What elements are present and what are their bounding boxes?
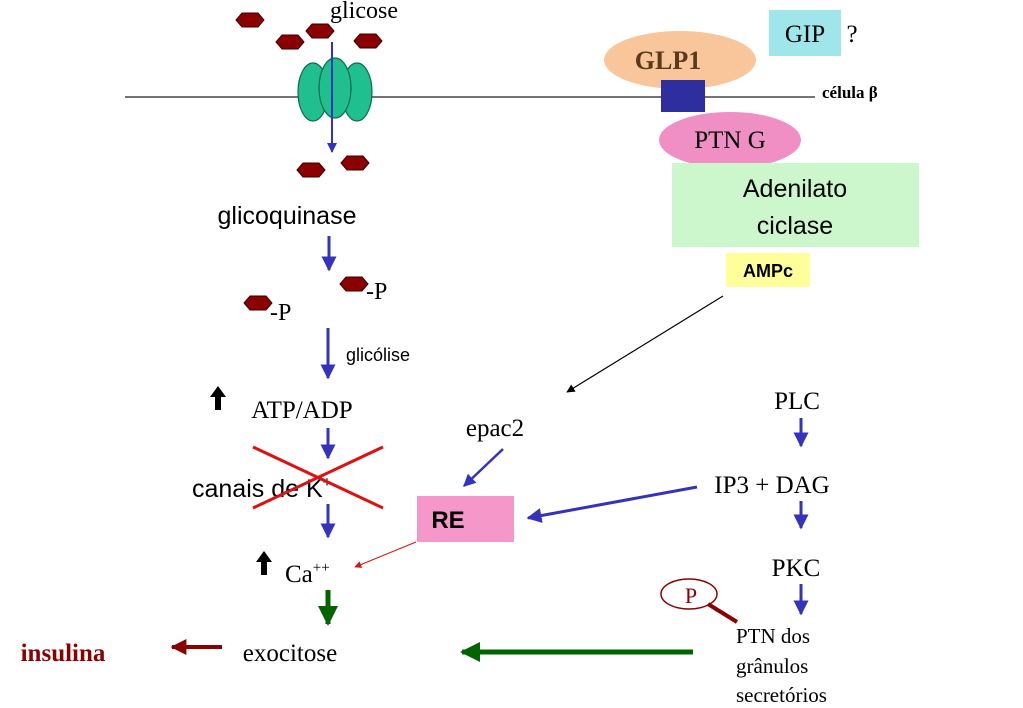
gip-box bbox=[769, 10, 841, 56]
camp-label: AMPc bbox=[743, 261, 793, 281]
pkc-label: PKC bbox=[772, 555, 821, 582]
gip-label: GIP bbox=[785, 21, 825, 48]
camp-box bbox=[726, 253, 810, 287]
er-label: RE bbox=[431, 507, 464, 534]
granule-protein-line1: PTN dos bbox=[736, 624, 810, 648]
glp1-receptor bbox=[661, 80, 705, 112]
exocytosis-label: exocitose bbox=[243, 640, 337, 667]
plc-label: PLC bbox=[774, 388, 820, 415]
glp1-label: GLP1 bbox=[635, 46, 701, 75]
er-to-calcium-arrow bbox=[354, 541, 417, 568]
cell-beta-label: célula β bbox=[822, 83, 878, 102]
glucose-molecule bbox=[305, 23, 335, 39]
phospho-ellipse bbox=[660, 578, 718, 610]
phosphate-label: -P bbox=[366, 279, 387, 305]
glucose-label: glicose bbox=[330, 0, 398, 24]
k-channels-label: canais de K+ bbox=[192, 474, 332, 503]
ip3-to-er-arrow bbox=[526, 485, 698, 523]
glucose-transporter-subunit bbox=[318, 57, 352, 119]
glucokinase-label: glicoquinase bbox=[218, 202, 357, 230]
glucose-molecule bbox=[235, 12, 265, 28]
calcium-label: Ca++ bbox=[285, 560, 330, 588]
adenylate-cyclase-box bbox=[672, 163, 919, 247]
adenylate-cyclase-line1: Adenilato bbox=[743, 175, 847, 203]
granule-protein-line3: secretórios bbox=[736, 683, 827, 707]
camp-to-epac-arrow bbox=[566, 295, 724, 393]
glucose-molecule bbox=[340, 155, 370, 171]
adenylate-cyclase-line2: ciclase bbox=[757, 212, 833, 240]
increase-up-arrow-icon bbox=[210, 386, 226, 410]
glucose-molecule bbox=[296, 162, 326, 178]
er-box bbox=[417, 496, 514, 542]
g-protein-label: PTN G bbox=[694, 127, 766, 154]
epac2-label: epac2 bbox=[466, 415, 524, 442]
glucose-phosphate-molecule bbox=[339, 276, 369, 292]
phospho-link bbox=[706, 602, 739, 624]
glucose-phosphate-molecule bbox=[243, 295, 273, 311]
atp-adp-label: ATP/ADP bbox=[251, 397, 352, 424]
g-protein-ellipse bbox=[659, 112, 801, 168]
gip-question-mark: ? bbox=[846, 21, 857, 48]
ip3-dag-label: IP3 + DAG bbox=[714, 472, 830, 499]
glp1-ellipse bbox=[604, 31, 756, 89]
insulin-label: insulina bbox=[21, 640, 106, 667]
increase-up-arrow-icon bbox=[256, 551, 272, 575]
phosphate-label: -P bbox=[270, 300, 291, 326]
glucose-molecule bbox=[353, 33, 383, 49]
epac-to-er-arrow bbox=[463, 448, 504, 487]
granule-protein-line2: grânulos bbox=[736, 654, 808, 678]
glycolysis-label: glicólise bbox=[346, 345, 410, 365]
glucose-molecule bbox=[275, 34, 305, 50]
phospho-label: P bbox=[685, 583, 697, 608]
inhibition-cross-line bbox=[252, 445, 384, 510]
